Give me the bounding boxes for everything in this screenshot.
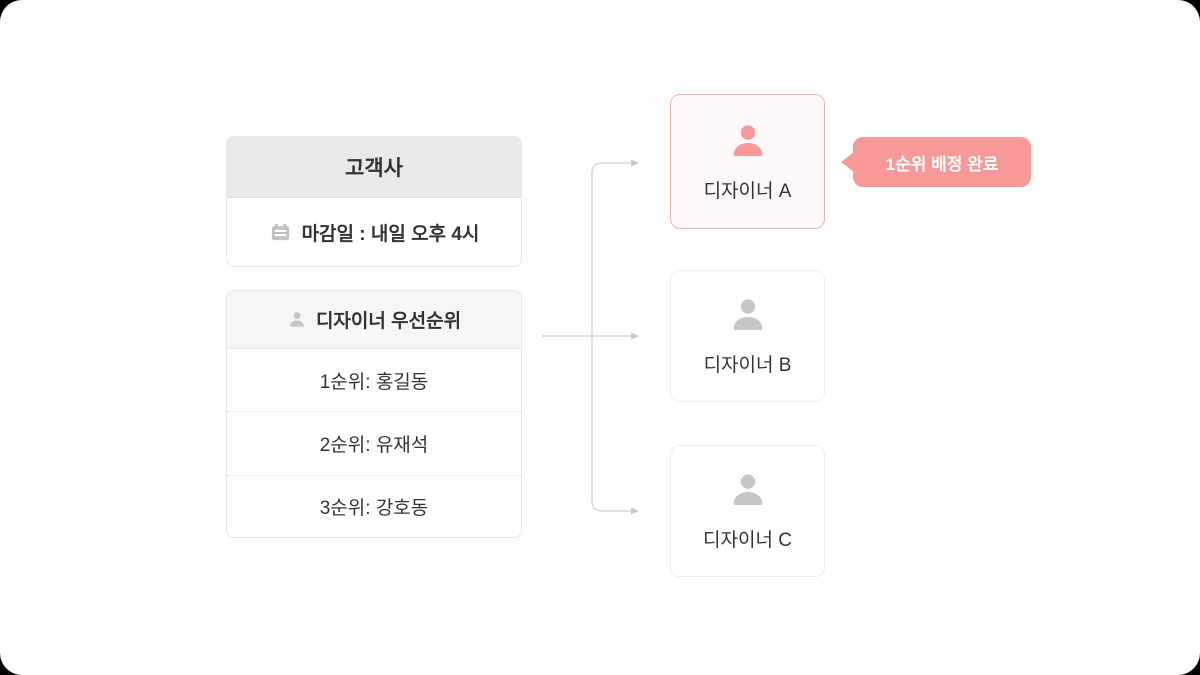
designer-label: 디자이너 B	[703, 355, 792, 376]
person-icon	[290, 311, 304, 327]
client-card-title: 고객사	[345, 157, 403, 180]
priority-card: 디자이너 우선순위 1순위: 홍길동 2순위: 유재석 3순위: 강호동	[226, 290, 522, 538]
designer-card-b: 디자이너 B	[670, 270, 825, 402]
deadline-row: 마감일 : 내일 오후 4시	[227, 198, 521, 266]
person-icon	[733, 299, 762, 330]
assignment-status-badge: 1순위 배정 완료	[841, 137, 1031, 187]
designer-label: 디자이너 A	[703, 180, 792, 202]
priority-item-1: 1순위: 홍길동	[319, 371, 429, 393]
calendar-icon	[271, 224, 289, 241]
priority-item-2: 2순위: 유재석	[227, 411, 521, 474]
arrow-to-designer-a	[591, 159, 639, 336]
deadline-text: 마감일 : 내일 오후 4시	[301, 224, 480, 245]
priority-card-header: 디자이너 우선순위	[227, 291, 521, 349]
designer-card-c: 디자이너 C	[670, 445, 825, 577]
person-icon	[733, 124, 762, 156]
client-card-header: 고객사	[227, 137, 521, 198]
badge-label: 1순위 배정 완료	[885, 154, 999, 174]
priority-item-3: 3순위: 강호동	[227, 474, 521, 537]
badge-tail-pointer	[841, 152, 854, 172]
priority-card-title: 디자이너 우선순위	[315, 311, 462, 332]
arrow-to-designer-c	[591, 336, 639, 515]
priority-list: 1순위: 홍길동 2순위: 유재석 3순위: 강호동	[227, 349, 521, 537]
client-card: 고객사 마감일 : 내일 오후 4시	[226, 136, 522, 267]
designer-card-a: 디자이너 A	[670, 94, 825, 229]
person-icon	[733, 474, 762, 505]
designer-label: 디자이너 C	[703, 530, 792, 551]
